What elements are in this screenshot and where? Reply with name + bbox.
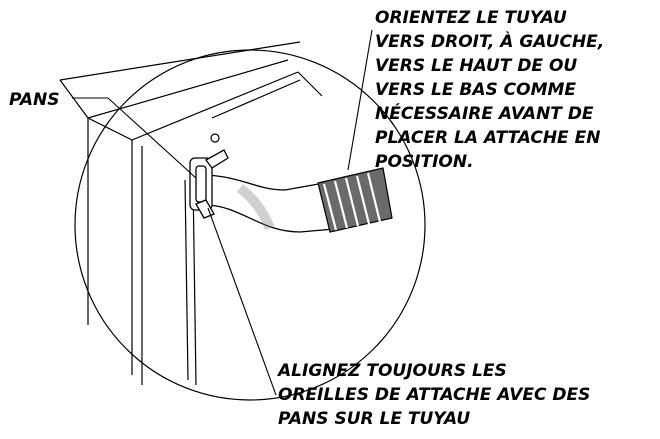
label-align-line: ALIGNEZ TOUJOURS LES: [278, 361, 507, 381]
hose: [199, 167, 393, 233]
leader-pans: [72, 97, 197, 179]
label-orient-line: PLACER LA ATTACHE EN: [375, 128, 601, 148]
label-orient-line: NÉCESSAIRE AVANT DE: [375, 104, 594, 124]
label-orient-line: VERS DROIT, À GAUCHE,: [375, 32, 605, 52]
label-orient-line: ORIENTEZ LE TUYAU: [375, 8, 567, 28]
leader-align: [207, 207, 277, 396]
label-orient-line: VERS LE BAS COMME: [375, 80, 577, 100]
appliance-panel: [59, 41, 323, 386]
leader-lines: [72, 29, 373, 396]
hose-corrugations: [317, 167, 393, 233]
label-align-line: PANS SUR LE TUYAU: [278, 409, 471, 429]
leader-orient: [347, 29, 373, 171]
label-align-ears: ALIGNEZ TOUJOURS LES OREILLES DE ATTACHE…: [278, 359, 590, 431]
label-align-line: OREILLES DE ATTACHE AVEC DES: [278, 385, 591, 405]
label-orient-line: VERS LE HAUT DE OU: [375, 56, 578, 76]
label-orient-hose: ORIENTEZ LE TUYAU VERS DROIT, À GAUCHE, …: [375, 6, 604, 174]
label-pans: PANS: [9, 90, 60, 110]
label-orient-line: POSITION.: [375, 152, 474, 172]
detail-circle: [74, 49, 426, 401]
hose-clamp: [189, 149, 229, 219]
